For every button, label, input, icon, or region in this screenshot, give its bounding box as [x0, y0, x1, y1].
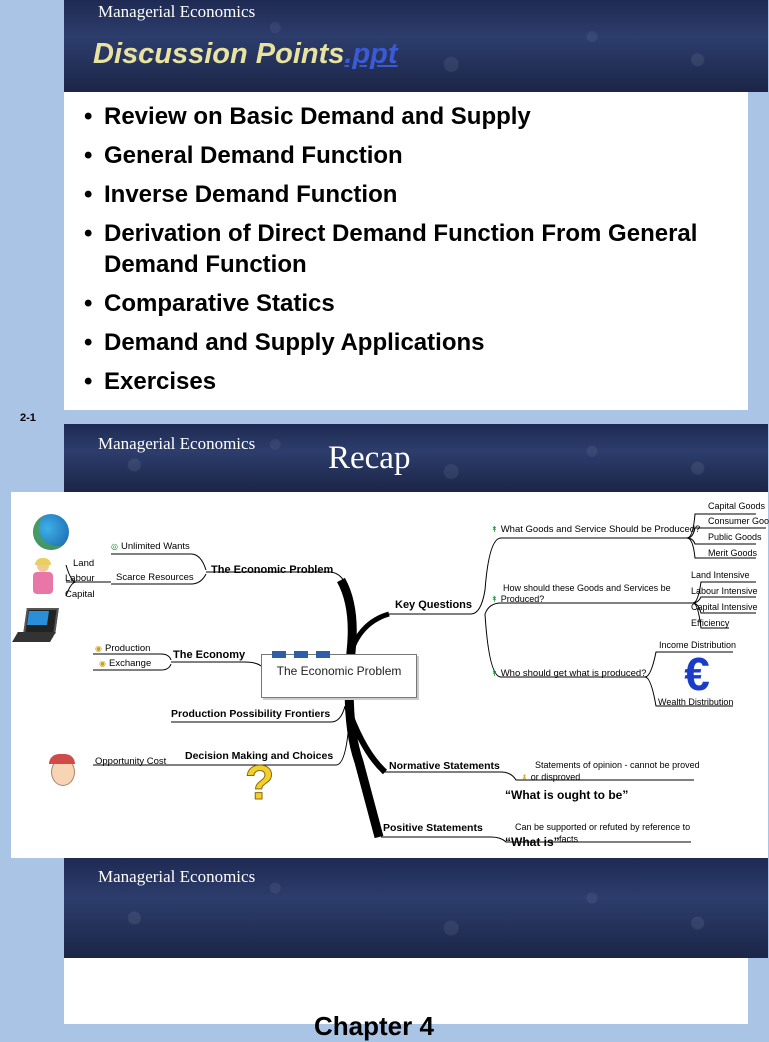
labour-node: Labour: [65, 573, 95, 584]
laptop-icon: [12, 608, 59, 648]
ppf-node: Production Possibility Frontiers: [171, 708, 331, 720]
slide1-header-label: Managerial Economics: [98, 2, 256, 21]
mindmap-panel: ? € The Economic Problem The Economic Pr…: [11, 492, 769, 858]
opportunity-cost-node: Opportunity Cost: [95, 756, 167, 767]
bullet-item: Derivation of Direct Demand Function Fro…: [64, 218, 724, 280]
slide1-title-text: Discussion Points: [93, 38, 345, 70]
q2-item: Efficiency: [691, 618, 730, 628]
normative-desc-1: Statements of opinion - cannot be proved: [535, 760, 700, 770]
slide2-header: Managerial Economics Recap: [64, 424, 768, 492]
positive-node: Positive Statements: [383, 822, 483, 834]
positive-facts: facts: [559, 834, 579, 844]
normative-node: Normative Statements: [389, 760, 500, 772]
positive-desc: Can be supported or refuted by reference…: [515, 822, 691, 832]
globe-icon: [33, 514, 69, 550]
bullet-icon: ◉: [95, 644, 102, 653]
the-economy-node: The Economy: [173, 649, 246, 661]
income-distribution-node: Income Distribution: [659, 640, 737, 650]
question-mark-icon: ?: [244, 757, 275, 810]
center-node: The Economic Problem: [261, 651, 417, 698]
bullet-item: Comparative Statics: [64, 288, 724, 319]
worker-icon: [31, 558, 55, 604]
q1-node: ↟What Goods and Service Should be Produc…: [491, 524, 701, 535]
slide3-body: Chapter 4: [64, 958, 748, 1041]
slide1-title-link[interactable]: .ppt: [344, 38, 398, 70]
bullet-icon: ↟: [491, 595, 498, 604]
bullet-icon: ◉: [99, 659, 106, 668]
bullet-icon: ↟: [491, 669, 498, 678]
wealth-distribution-node: Wealth Distribution: [658, 697, 734, 707]
land-node: Land: [73, 558, 95, 569]
normative-desc-2: ⇟or disproved: [521, 772, 581, 782]
slide2-header-label: Managerial Economics: [98, 434, 256, 453]
slide1-body: Review on Basic Demand and Supply Genera…: [64, 92, 748, 410]
slide1-bullet-list: Review on Basic Demand and Supply Genera…: [64, 101, 724, 405]
q2-item: Land Intensive: [691, 570, 750, 580]
production-node: ◉Production: [95, 643, 151, 654]
slide3-header-label: Managerial Economics: [98, 867, 256, 886]
bullet-item: Demand and Supply Applications: [64, 327, 724, 358]
bullet-icon: ⇟: [521, 773, 528, 782]
bullet-item: Inverse Demand Function: [64, 179, 724, 210]
slide2-title: Recap: [328, 440, 411, 476]
bullet-icon: ◎: [111, 542, 118, 551]
key-questions-node: Key Questions: [395, 599, 473, 611]
q2-item: Labour Intensive: [691, 586, 758, 596]
page-number: 2-1: [20, 412, 36, 424]
capital-node: Capital: [65, 589, 95, 600]
economic-problem-node: The Economic Problem: [211, 564, 334, 576]
bullet-item: Review on Basic Demand and Supply: [64, 101, 724, 132]
euro-icon: €: [684, 648, 710, 700]
q1-item: Consumer Goo: [708, 516, 769, 526]
decision-making-node: Decision Making and Choices: [185, 750, 334, 762]
normative-quote: “What is ought to be”: [505, 788, 629, 802]
bullet-icon: ↟: [491, 525, 498, 534]
exchange-node: ◉Exchange: [99, 658, 152, 669]
q2-node-line1: How should these Goods and Services be: [503, 583, 671, 593]
q1-item: Public Goods: [708, 532, 762, 542]
q1-item: Merit Goods: [708, 548, 758, 558]
confused-face-icon: [47, 754, 77, 790]
q2-node-line2: ↟Produced?: [491, 594, 545, 604]
positive-quote: “What is”: [505, 835, 560, 849]
q1-item: Capital Goods: [708, 501, 766, 511]
q2-item: Capital Intensive: [691, 602, 758, 612]
slide3-header: Managerial Economics: [64, 858, 768, 958]
unlimited-wants-node: ◎Unlimited Wants: [111, 541, 190, 552]
scarce-resources-node: Scarce Resources: [116, 572, 194, 583]
slide1-title: Discussion Points.ppt: [93, 38, 398, 71]
slide3-title: Chapter 4: [314, 1011, 434, 1041]
center-node-label: The Economic Problem: [276, 664, 402, 678]
bullet-item: General Demand Function: [64, 140, 724, 171]
slide1-header: Managerial Economics Discussion Points.p…: [64, 0, 768, 92]
q3-node: ↟Who should get what is produced?: [491, 668, 647, 679]
bullet-item: Exercises: [64, 366, 724, 397]
